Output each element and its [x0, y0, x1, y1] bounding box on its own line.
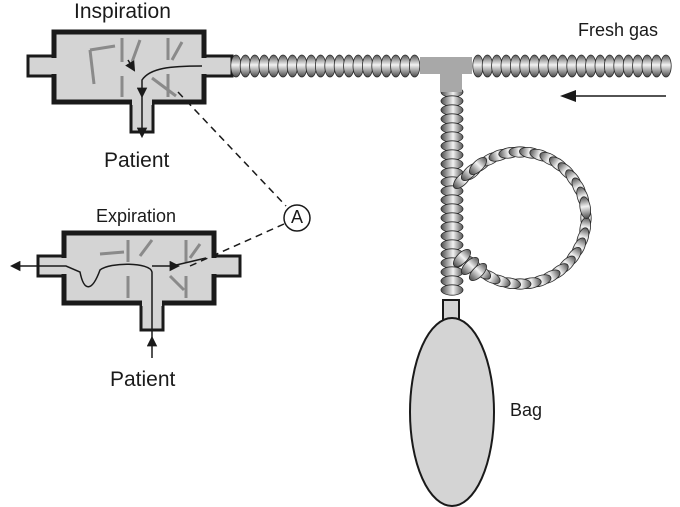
tube-segment	[650, 54, 663, 78]
tube-segment	[258, 54, 270, 78]
valve-marker-circle	[283, 204, 311, 232]
bag-label: Bag	[510, 400, 543, 420]
fresh-gas-label: Fresh gas	[578, 20, 659, 40]
tube-segment	[440, 284, 464, 296]
patient-label-top: Patient	[104, 149, 170, 172]
tube-segment	[481, 54, 493, 78]
tube-segment	[468, 156, 488, 176]
valve-marker-leaders	[177, 91, 287, 267]
patient-label-bottom: Patient	[110, 368, 176, 391]
tube-segment	[314, 54, 327, 78]
tube-segment	[509, 54, 522, 78]
inspiration-flow-arrows	[125, 59, 203, 139]
tube-segment	[528, 54, 541, 78]
tube-segment	[519, 54, 531, 78]
tube-segment	[361, 54, 374, 78]
tube-segment	[267, 54, 280, 78]
expiration-flow-arrows	[9, 257, 207, 340]
tube-segment	[585, 54, 597, 78]
tube-segment	[399, 54, 411, 78]
tube-segment	[452, 248, 472, 268]
tube-segment	[239, 54, 251, 78]
tube-segment	[594, 54, 606, 78]
corrugated-tubing	[230, 54, 672, 296]
tube-segment	[380, 54, 392, 78]
tube-segment	[579, 196, 592, 219]
tube-segment	[277, 54, 289, 78]
tube-segment	[390, 54, 402, 78]
tube-segment	[632, 54, 644, 78]
inspiration-valve-left-port	[26, 54, 56, 78]
tube-segment	[352, 54, 364, 78]
tube-segment	[333, 54, 345, 78]
tube-segment	[296, 54, 308, 78]
tube-segment	[622, 54, 635, 78]
tube-segment	[547, 54, 559, 78]
tube-segment	[408, 54, 421, 78]
tube-segment	[230, 54, 242, 78]
tube-segment	[575, 54, 588, 78]
expiration-valve-flaps	[99, 239, 202, 298]
expiration-label: Expiration	[96, 206, 177, 226]
tube-segment	[500, 54, 512, 78]
tube-segment	[641, 54, 653, 78]
inspiration-label: Inspiration	[74, 0, 171, 23]
expiration-valve	[9, 230, 242, 358]
inspiration-valve	[26, 29, 234, 139]
valve-marker-letter: A	[291, 207, 304, 227]
fresh-gas-arrow	[560, 90, 666, 102]
tube-segment	[305, 54, 317, 78]
expiration-valve-housing	[61, 230, 217, 306]
tube-segment	[660, 54, 672, 78]
tube-segment	[468, 262, 488, 282]
t-connector	[420, 57, 472, 92]
tube-segment	[249, 54, 261, 78]
tube-segment	[538, 54, 550, 78]
inspiration-valve-flaps	[88, 38, 184, 98]
tube-segment	[343, 54, 355, 78]
tube-segment	[491, 54, 503, 78]
tube-segment	[324, 54, 336, 78]
tube-segment	[603, 54, 616, 78]
tube-segment	[371, 54, 383, 78]
tube-segment	[556, 54, 569, 78]
reservoir-bag	[409, 317, 495, 507]
tube-segment	[286, 54, 298, 78]
tube-segment	[566, 54, 578, 78]
tube-segment	[472, 54, 484, 78]
tube-segment	[613, 54, 625, 78]
